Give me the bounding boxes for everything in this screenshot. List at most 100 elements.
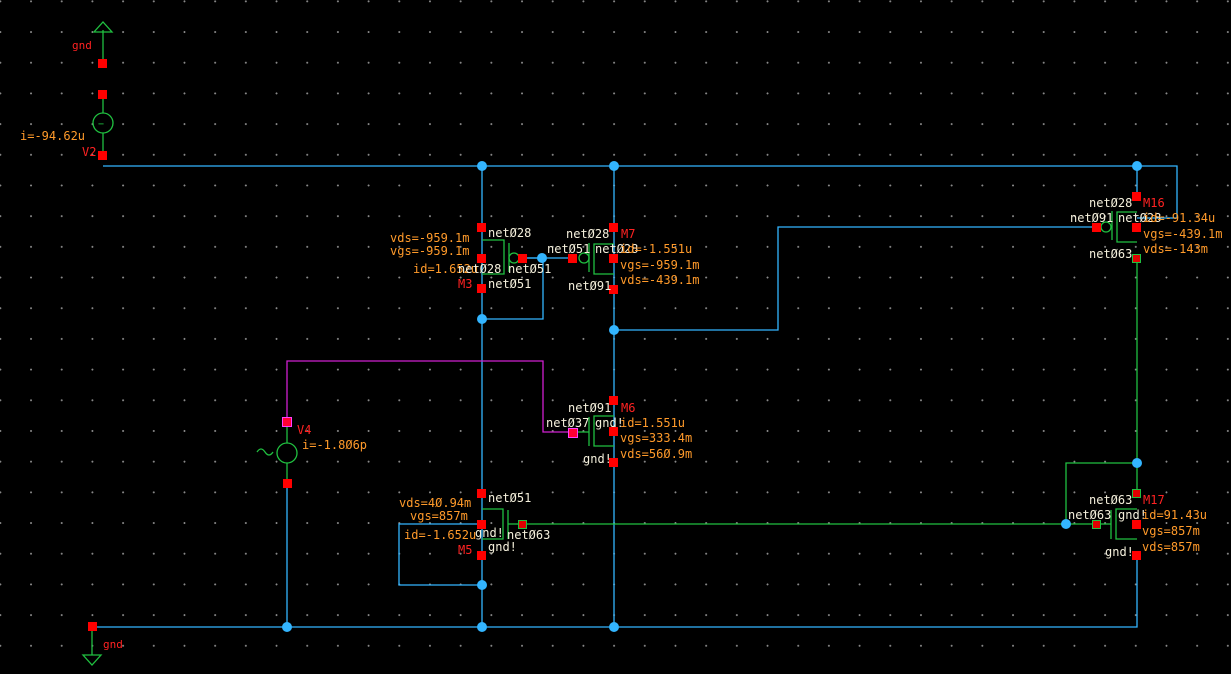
m16-name[interactable]: M16 [1143, 196, 1165, 210]
m3-drain-net: netØ28 [488, 226, 532, 240]
m5-body-pin[interactable] [477, 520, 486, 529]
m5-body-net: gnd! [475, 526, 504, 540]
m6-bottom-pin[interactable] [609, 458, 618, 467]
m6-name[interactable]: M6 [621, 401, 636, 415]
m3-gate-net: netØ51 [508, 262, 552, 276]
m6-vgs: vgs=333.4m [620, 431, 693, 445]
v2-pin[interactable] [98, 151, 107, 160]
m16-bottom-pin[interactable] [1132, 254, 1141, 263]
gnd-top-label: gnd [72, 39, 92, 52]
m3-vds: vds=-959.1m [390, 231, 470, 245]
m6-top-pin[interactable] [609, 396, 618, 405]
gnd-bottom-label: gnd [103, 638, 123, 651]
m3-drain-pin[interactable] [477, 223, 486, 232]
m7-gate-pin[interactable] [568, 254, 577, 263]
junction-dot [609, 161, 619, 171]
m7-vds: vds=-439.1m [620, 273, 700, 287]
m7-id: id=-1.551u [620, 242, 693, 256]
wire-net037 [286, 360, 572, 433]
m7-bottom-net: netØ91 [568, 279, 612, 293]
m17-name[interactable]: M17 [1143, 493, 1165, 507]
m7-name[interactable]: M7 [621, 227, 636, 241]
v4-minus-pin[interactable] [283, 479, 292, 488]
v4-current: i=-1.8Ø6p [302, 438, 368, 452]
m5-gate-net: netØ63 [507, 528, 551, 542]
m17-bottom-net: gnd! [1105, 545, 1134, 559]
m5-vds: vds=4Ø.94m [399, 496, 472, 510]
m17-bottom-pin[interactable] [1132, 551, 1141, 560]
m6-bottom-net: gnd! [583, 452, 612, 466]
m7-body-net: netØ28 [595, 242, 639, 256]
m16-vgs: vgs=-439.1m [1143, 227, 1223, 241]
m3-name[interactable]: M3 [458, 277, 473, 291]
junction-dot [537, 253, 547, 263]
m5-name[interactable]: M5 [458, 543, 473, 557]
m17-gate-pin[interactable] [1092, 520, 1101, 529]
m16-body-pin[interactable] [1132, 223, 1141, 232]
m17-vgs: vgs=857m [1142, 524, 1200, 538]
m6-body-net: gnd! [595, 416, 624, 430]
m3-source-net: netØ51 [488, 277, 532, 291]
m7-gate-net: netØ51 [547, 242, 591, 256]
m6-gate-pin[interactable] [568, 428, 578, 438]
m7-bottom-pin[interactable] [609, 285, 618, 294]
gnd-bottom-symbol [81, 654, 103, 666]
v4-plus-pin[interactable] [282, 417, 292, 427]
m5-top-pin[interactable] [477, 489, 486, 498]
junction-dot [477, 622, 487, 632]
m7-top-pin[interactable] [609, 223, 618, 232]
m6-id: id=1.551u [620, 416, 686, 430]
gnd-rail [92, 556, 1138, 628]
m16-top-pin[interactable] [1132, 192, 1141, 201]
m17-id: id=91.43u [1142, 508, 1208, 522]
m16-top-net: netØ28 [1089, 196, 1133, 210]
m17-gate-net: netØ63 [1068, 508, 1112, 522]
m16-id: id=-91.34u [1143, 211, 1216, 225]
v2-name[interactable]: V2 [82, 145, 97, 159]
junction-dot [1061, 519, 1071, 529]
m3-gate-pin[interactable] [518, 254, 527, 263]
gnd-pin[interactable] [88, 622, 97, 631]
m17-body-pin[interactable] [1132, 520, 1141, 529]
m6-top-net: netØ91 [568, 401, 612, 415]
v2-pin[interactable] [98, 90, 107, 99]
m5-id: id=-1.652u [404, 528, 477, 542]
m7-body-pin[interactable] [609, 254, 618, 263]
m17-top-pin[interactable] [1132, 489, 1141, 498]
m17-body-net: gnd! [1118, 508, 1147, 522]
junction-dot [1132, 458, 1142, 468]
m6-gate-net: netØ37 [546, 416, 590, 430]
junction-dot [609, 325, 619, 335]
m3-vgs: vgs=-959.1m [390, 244, 470, 258]
junction-dot [1132, 161, 1142, 171]
svg-text:−: − [98, 119, 104, 130]
m16-vds: vds=-143m [1143, 242, 1209, 256]
rail-to-m16-loop [1137, 165, 1178, 219]
v4-name[interactable]: V4 [297, 423, 312, 437]
m5-vgs: vgs=857m [410, 509, 468, 523]
m17-top-net: netØ63 [1089, 493, 1133, 507]
v2-pin[interactable] [98, 59, 107, 68]
wire-m5-loop [398, 523, 482, 586]
m5-gate-pin[interactable] [518, 520, 527, 529]
m6-vds: vds=56Ø.9m [620, 447, 693, 461]
m3-body-pin[interactable] [477, 254, 486, 263]
sine-icon [256, 448, 274, 456]
wire-net091 [614, 226, 1096, 331]
m5-bottom-net: gnd! [488, 540, 517, 554]
m16-bottom-net: netØ63 [1089, 247, 1133, 261]
m16-body-net: netØ28 [1118, 211, 1162, 225]
junction-dot [477, 161, 487, 171]
m6-body-pin[interactable] [609, 427, 618, 436]
junction-dot [477, 580, 487, 590]
m16-gate-net: netØ91 [1070, 211, 1114, 225]
m7-top-net: netØ28 [566, 227, 610, 241]
m3-source-pin[interactable] [477, 284, 486, 293]
m5-bottom-pin[interactable] [477, 551, 486, 560]
v2-source-symbol [92, 112, 114, 134]
m7-vgs: vgs=-959.1m [620, 258, 700, 272]
v2-current: i=-94.62u [20, 129, 86, 143]
m16-gate-pin[interactable] [1092, 223, 1101, 232]
junction-dot [477, 314, 487, 324]
